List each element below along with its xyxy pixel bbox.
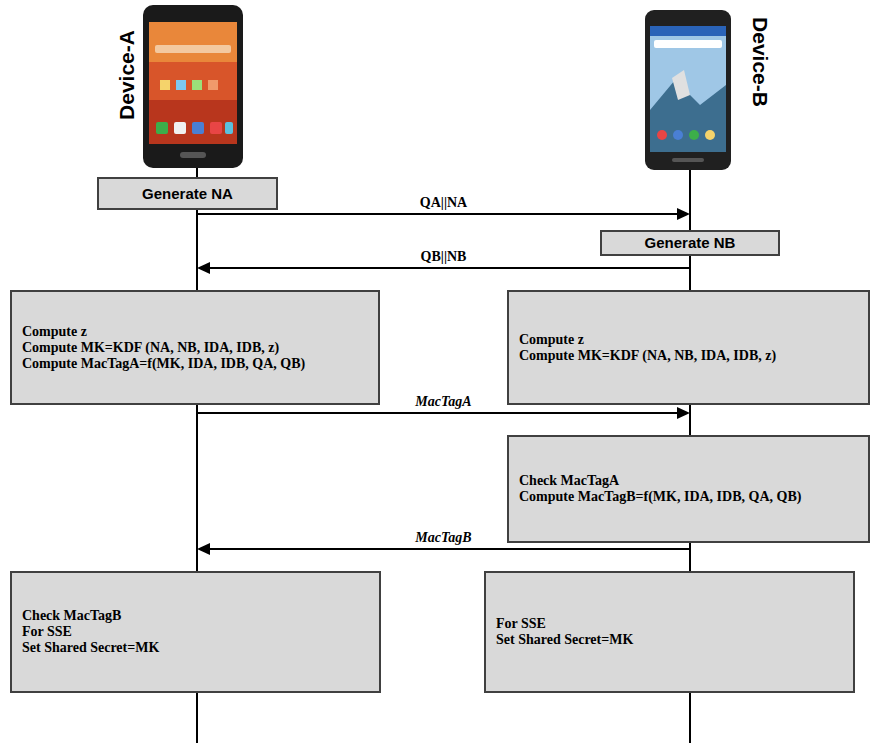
message-label: MacTagB [413,530,473,546]
arrow-head [197,543,210,555]
arrow-line [197,543,690,571]
step-box: Compute zCompute MK=KDF (NA, NB, IDA, ID… [10,290,380,405]
process-box: Generate NB [600,230,780,256]
phone-b-icon [645,10,731,170]
step-text: Compute MacTagB=f(MK, IDA, IDB, QA, QB) [519,489,801,505]
device-label: Device-A [115,30,139,120]
arrow-head [677,407,690,419]
step-box: Compute zCompute MK=KDF (NA, NB, IDA, ID… [507,290,870,405]
arrow-head [677,208,690,220]
step-box: For SSESet Shared Secret=MK [484,571,855,693]
arrow-head [197,262,210,274]
device-label: Device-B [748,17,772,107]
step-text: Compute MacTagA=f(MK, IDA, IDB, QA, QB) [22,356,305,372]
step-text: For SSE [496,616,546,632]
process-box: Generate NA [97,177,278,210]
step-text: Check MacTagA [519,473,619,489]
step-box: Check MacTagACompute MacTagB=f(MK, IDA, … [507,435,870,543]
step-text: Generate NA [142,186,233,202]
phone-a-icon [143,5,243,168]
step-text: Compute z [519,332,584,348]
step-text: For SSE [22,624,72,640]
message-label: QB||NB [419,249,469,265]
message-arrow [197,208,690,230]
arrow-line [197,210,690,230]
step-text: Compute z [22,324,87,340]
step-text: Set Shared Secret=MK [496,632,633,648]
step-text: Check MacTagB [22,608,121,624]
step-text: Generate NB [645,235,736,251]
message-arrow [197,543,690,571]
step-text: Compute MK=KDF (NA, NB, IDA, IDB, z) [519,348,776,364]
step-text: Compute MK=KDF (NA, NB, IDA, IDB, z) [22,340,279,356]
message-label: MacTagA [413,394,473,410]
step-text: Set Shared Secret=MK [22,640,159,656]
step-box: Check MacTagBFor SSESet Shared Secret=MK [10,571,381,693]
message-label: QA||NA [418,195,469,211]
